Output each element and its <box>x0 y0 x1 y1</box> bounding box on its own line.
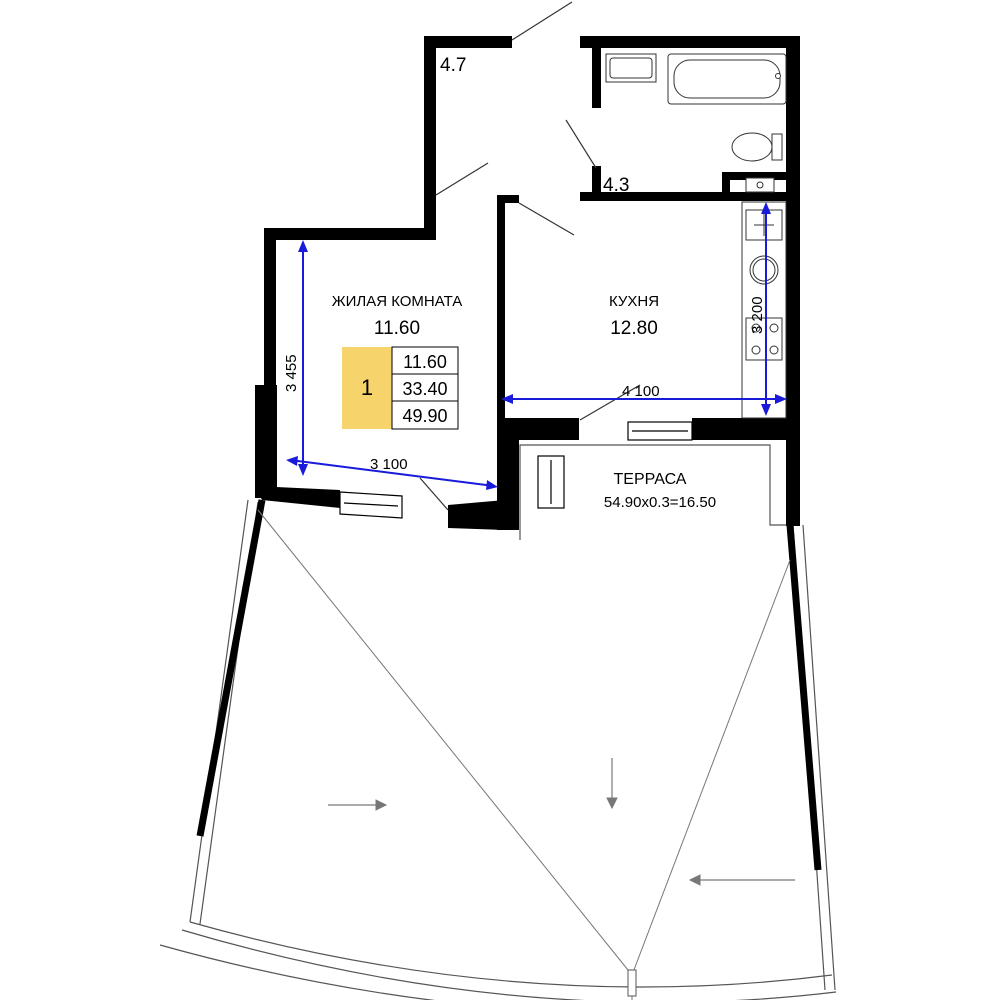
living-room-area: 11.60 <box>374 318 420 339</box>
terrace-diagonals <box>257 509 791 1000</box>
terrace-name: ТЕРРАСА <box>614 471 687 488</box>
summary-total-area: 33.40 <box>402 379 447 399</box>
kitchen-name: КУХНЯ <box>609 293 659 310</box>
terrace-formula: 54.90x0.3=16.50 <box>604 494 716 511</box>
window <box>339 421 693 519</box>
bathroom-fixtures <box>605 53 787 193</box>
bathroom-area: 4.3 <box>603 175 629 196</box>
walls <box>255 36 800 530</box>
area-summary-table: 1 11.60 33.40 49.90 <box>342 346 459 430</box>
toilet-icon <box>731 132 783 162</box>
kitchen-height-label: 3 200 <box>749 296 766 334</box>
room-count-badge <box>342 347 392 429</box>
room-count: 1 <box>361 375 373 400</box>
hall-area: 4.7 <box>440 55 466 76</box>
summary-total-with-terrace: 49.90 <box>402 406 447 426</box>
terrace-marker <box>627 969 637 997</box>
living-height-label: 3 455 <box>283 354 300 392</box>
kitchen-area: 12.80 <box>610 318 658 339</box>
living-room-name: ЖИЛАЯ КОМНАТА <box>332 293 463 310</box>
dimension-lines <box>286 202 787 490</box>
summary-living-area: 11.60 <box>403 352 447 372</box>
living-width-label: 3 100 <box>370 456 408 473</box>
door-swings <box>419 1 641 511</box>
kitchen-width-label: 4 100 <box>622 383 660 400</box>
kitchen-fixtures <box>741 201 787 419</box>
terrace-glazing <box>196 499 822 871</box>
arrow-icon <box>328 758 795 886</box>
